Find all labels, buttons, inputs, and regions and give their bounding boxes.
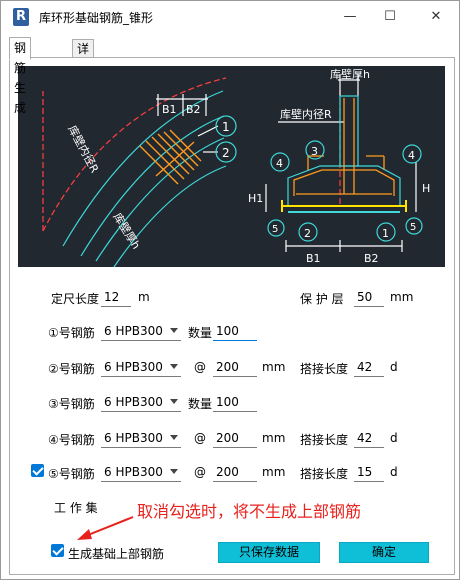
rebar5-lap-unit: d xyxy=(390,465,398,479)
rebar5-label: ⑤号钢筋 xyxy=(48,467,95,481)
rebar3-type-select[interactable]: 6 HPB300 xyxy=(101,392,181,412)
window-title: 库环形基础钢筋_锥形 xyxy=(39,11,154,25)
fixed-length-label: 定尺长度 xyxy=(51,292,100,306)
rebar4-label: ④号钢筋 xyxy=(48,433,95,447)
ok-button[interactable]: 确定 xyxy=(339,542,429,563)
cover-unit: mm xyxy=(390,290,414,304)
fixed-length-unit: m xyxy=(138,290,150,304)
rebar4-spacing-input[interactable]: 200 xyxy=(213,428,257,448)
section-circle-1-label: 1 xyxy=(382,227,389,240)
rebar4-lap-input[interactable]: 42 xyxy=(354,428,384,448)
chevron-down-icon xyxy=(170,469,178,474)
rebar2-label: ②号钢筋 xyxy=(48,362,95,376)
rebar3-qty-label: 数量 xyxy=(188,397,213,411)
chevron-down-icon xyxy=(170,435,178,440)
rebar5-type-select[interactable]: 6 HPB300 xyxy=(101,462,181,482)
rebar4-type-value: 6 HPB300 xyxy=(104,431,163,445)
section-wall-thickness-label: 库壁厚h xyxy=(330,67,370,81)
rebar2-at-label: @ xyxy=(194,360,206,374)
chevron-down-icon xyxy=(170,364,178,369)
tab-detail-drawing[interactable]: 详图绘制 xyxy=(72,39,95,110)
workset-label: 工 作 集 xyxy=(54,501,98,515)
rebar1-type-value: 6 HPB300 xyxy=(104,324,163,338)
section-view xyxy=(265,74,423,252)
rebar2-spacing-unit: mm xyxy=(262,360,286,374)
rebar4-lap-label: 搭接长度 xyxy=(300,433,349,447)
rebar5-checkbox[interactable] xyxy=(31,464,44,477)
plan-b1-label: B1 xyxy=(162,103,177,116)
rebar2-type-select[interactable]: 6 HPB300 xyxy=(101,357,181,377)
tab-rebar-generation[interactable]: 钢筋生成 xyxy=(9,37,32,115)
rebar3-label: ③号钢筋 xyxy=(48,397,95,411)
title-bar: R 库环形基础钢筋_锥形 — ☐ ✕ xyxy=(1,1,459,33)
rebar-diagram: B1 B2 1 2 库壁内径R 库壁厚h xyxy=(18,66,445,267)
chevron-down-icon xyxy=(170,399,178,404)
rebar5-type-value: 6 HPB300 xyxy=(104,465,163,479)
rebar4-spacing-unit: mm xyxy=(262,431,286,445)
rebar4-at-label: @ xyxy=(194,431,206,445)
rebar4-type-select[interactable]: 6 HPB300 xyxy=(101,428,181,448)
section-h-label: H xyxy=(422,182,430,195)
rebar3-qty-input[interactable]: 100 xyxy=(213,392,257,412)
section-b2-label: B2 xyxy=(364,252,379,265)
close-button[interactable]: ✕ xyxy=(430,9,442,24)
rebar5-lap-label: 搭接长度 xyxy=(300,467,349,481)
plan-view xyxy=(42,77,237,267)
rebar1-label: ①号钢筋 xyxy=(48,326,95,340)
plan-circle-1-label: 1 xyxy=(222,120,230,134)
rebar5-at-label: @ xyxy=(194,465,206,479)
rebar5-spacing-input[interactable]: 200 xyxy=(213,462,257,482)
section-circle-5a-label: 5 xyxy=(272,224,278,235)
section-circle-4b-label: 4 xyxy=(408,149,415,162)
revit-app-icon: R xyxy=(13,8,29,26)
fixed-length-input[interactable]: 12 xyxy=(101,287,131,307)
maximize-button[interactable]: ☐ xyxy=(384,9,396,24)
rebar5-lap-input[interactable]: 15 xyxy=(354,462,384,482)
rebar1-type-select[interactable]: 6 HPB300 xyxy=(101,321,181,341)
rebar4-lap-unit: d xyxy=(390,431,398,445)
cover-label: 保 护 层 xyxy=(300,292,344,306)
rebar1-qty-label: 数量 xyxy=(188,326,213,340)
save-data-only-button[interactable]: 只保存数据 xyxy=(218,542,320,563)
annotation-arrow-icon xyxy=(77,516,134,540)
rebar2-spacing-input[interactable]: 200 xyxy=(213,357,257,377)
section-b1-label: B1 xyxy=(306,252,321,265)
plan-b2-label: B2 xyxy=(186,103,201,116)
cover-input[interactable]: 50 xyxy=(354,287,384,307)
minimize-button[interactable]: — xyxy=(343,9,357,24)
section-circle-2-label: 2 xyxy=(304,227,311,240)
rebar2-type-value: 6 HPB300 xyxy=(104,360,163,374)
section-inner-radius-label: 库壁内径R xyxy=(280,107,332,121)
section-circle-5b-label: 5 xyxy=(410,222,416,233)
generate-top-checkbox[interactable] xyxy=(51,544,64,557)
section-h1-label: H1 xyxy=(248,192,263,205)
rebar2-lap-input[interactable]: 42 xyxy=(354,357,384,377)
section-circle-3-label: 3 xyxy=(311,145,318,158)
plan-circle-2-label: 2 xyxy=(222,146,230,160)
rebar3-type-value: 6 HPB300 xyxy=(104,395,163,409)
rebar2-lap-unit: d xyxy=(390,360,398,374)
section-circle-4a-label: 4 xyxy=(276,157,283,170)
rebar2-lap-label: 搭接长度 xyxy=(300,362,349,376)
rebar5-spacing-unit: mm xyxy=(262,465,286,479)
generate-top-label: 生成基础上部钢筋 xyxy=(68,547,165,561)
plan-wall-thickness-label: 库壁厚h xyxy=(110,210,143,251)
rebar1-qty-input[interactable]: 100 xyxy=(213,321,257,341)
chevron-down-icon xyxy=(170,328,178,333)
annotation-note: 取消勾选时，将不生成上部钢筋 xyxy=(137,502,362,521)
